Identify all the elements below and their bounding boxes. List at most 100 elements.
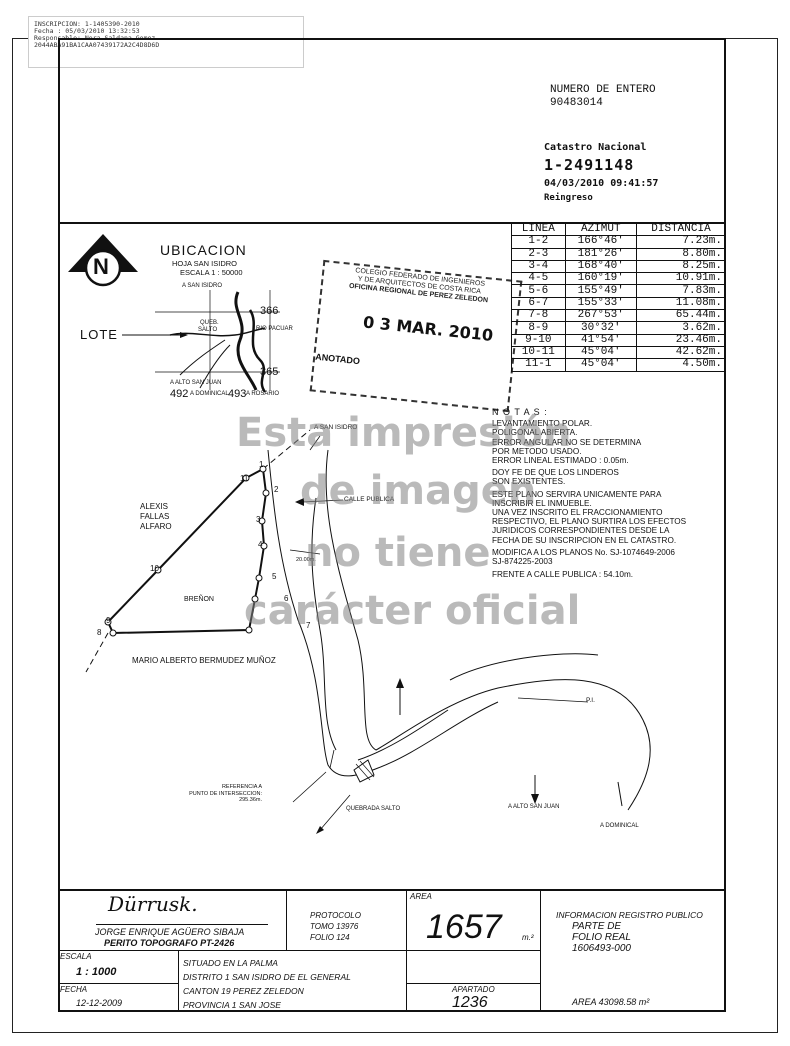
table-cell-azimut: 155°49' [564, 284, 637, 298]
map-dominical: A DOMINICAL [190, 391, 229, 397]
plan-alexis-1: ALEXIS [140, 502, 169, 511]
table-cell-azimut: 45°04' [564, 345, 637, 360]
table-cell-distancia: 7.83m. [635, 284, 727, 298]
plan-alexis-3: ALFARO [140, 522, 172, 531]
table-header-linea: LINEA [511, 222, 566, 237]
table-cell-azimut: 41°54' [564, 333, 637, 347]
table-cell-linea: 10-11 [511, 345, 566, 360]
note-line: ERROR LINEAL ESTIMADO : 0.05m. [492, 456, 629, 466]
table-cell-distancia: 8.80m. [635, 247, 727, 261]
table-cell-azimut: 168°40' [564, 259, 637, 274]
protocolo-label: PROTOCOLO [310, 911, 361, 920]
note-line: UNA VEZ INSCRITO EL FRACCIONAMIENTO [492, 508, 663, 518]
table-header-distancia: DISTANCIA [635, 222, 727, 237]
situado: SITUADO EN LA PALMA DISTRITO 1 SAN ISIDR… [183, 956, 351, 1012]
point-label-4: 4 [258, 540, 263, 549]
catastro-datetime: 04/03/2010 09:41:57 [544, 178, 659, 189]
situado-line-2: DISTRITO 1 SAN ISIDRO DE EL GENERAL [183, 972, 351, 982]
note-line: POLIGONAL ABIERTA. [492, 428, 578, 438]
ubicacion-title: UBICACION [160, 242, 247, 258]
stamp-line-4: 2044ABA91BA1CAA07439172A2C4D8D6D [34, 41, 160, 49]
apartado-value: 1236 [452, 994, 488, 1011]
table-cell-linea: 3-4 [511, 259, 566, 274]
table-header-azimut: AZIMUT [564, 222, 637, 237]
map-493: 493 [228, 388, 247, 400]
road-inner-edge [311, 497, 337, 751]
note-line: SON EXISTENTES. [492, 477, 566, 487]
table-cell-distancia: 11.08m. [635, 296, 727, 311]
point-label-6: 6 [284, 594, 289, 603]
plan-breno: BREÑON [184, 596, 214, 603]
point-label-3: 3 [256, 515, 261, 524]
plan-drawing [85, 429, 651, 834]
situado-line-3: CANTON 19 PEREZ ZELEDON [183, 986, 304, 996]
info-line-1: INFORMACION REGISTRO PUBLICO [556, 910, 703, 920]
table-cell-distancia: 3.62m. [635, 321, 727, 335]
note-line: SJ-874225-2003 [492, 557, 553, 567]
point-label-11: 11 [240, 474, 249, 483]
point-label-10: 10 [150, 564, 159, 573]
point-label-7: 7 [306, 621, 311, 630]
note-line: DOY FE DE QUE LOS LINDEROS [492, 468, 619, 478]
lote-label: LOTE [80, 327, 118, 342]
note-line: ESTE PLANO SERVIRA UNICAMENTE PARA [492, 489, 662, 499]
note-line: RESPECTIVO, EL PLANO SURTIRA LOS EFECTOS [492, 517, 687, 527]
situado-line-1: SITUADO EN LA PALMA [183, 958, 278, 968]
table-cell-azimut: 166°46' [564, 235, 637, 249]
table-cell-distancia: 10.91m. [635, 272, 727, 286]
note-line: FECHA DE SU INSCRIPCION EN EL CATASTRO. [492, 535, 677, 545]
note-line: POR METODO USADO. [492, 446, 582, 456]
table-cell-linea: 2-3 [511, 247, 566, 261]
note-line: MODIFICA A LOS PLANOS No. SJ-1074649-200… [492, 547, 675, 557]
watermark-line-3: no tiene [305, 530, 491, 576]
plan-alexis: ALEXIS FALLAS ALFARO [140, 502, 172, 532]
header-divider [58, 222, 726, 224]
plan-mario: MARIO ALBERTO BERMUDEZ MUÑOZ [132, 656, 276, 665]
table-cell-linea: 1-2 [511, 235, 566, 249]
plan-referencia: REFERENCIA A PUNTO DE INTERSECCION: 295.… [182, 784, 262, 804]
drawing-frame [58, 38, 726, 1012]
point-label-2: 2 [274, 485, 279, 494]
table-cell-azimut: 155°33' [564, 296, 637, 311]
info-line-3: FOLIO REAL [572, 932, 631, 943]
table-cell-linea: 6-7 [511, 296, 566, 311]
road-left-edge [267, 449, 499, 777]
map-salto: SALTO [198, 327, 218, 333]
point-label-1: 1 [259, 460, 264, 469]
watermark-line-2: de imagen [300, 468, 537, 514]
escala-label: ESCALA [60, 952, 92, 961]
note-line: LEVANTAMIENTO POLAR. [492, 419, 593, 429]
table-cell-linea: 7-8 [511, 309, 566, 323]
area-unit: m.² [522, 933, 534, 942]
north-label: N [93, 254, 109, 279]
notes-block: N O T A S : LEVANTAMIENTO POLAR. POLIGON… [492, 407, 687, 579]
table-cell-linea: 11-1 [511, 358, 566, 372]
info-line-4: 1606493-000 [572, 943, 631, 954]
area-value: 1657 [426, 908, 502, 946]
table-cell-azimut: 181°26' [564, 247, 637, 261]
watermark-line-4: carácter oficial [244, 588, 581, 634]
protocolo: PROTOCOLO TOMO 13976 FOLIO 124 [310, 910, 361, 943]
perito: PERITO TOPOGRAFO PT-2426 [104, 938, 235, 948]
map-366: 366 [260, 305, 279, 317]
plan-ref-3: 295.36m. [239, 797, 262, 803]
note-line: INSCRIBIR EL INMUEBLE. [492, 498, 592, 508]
plan-ref-1: REFERENCIA A [221, 784, 262, 790]
info-line-2: PARTE DE [572, 921, 622, 932]
ubicacion-hoja: HOJA SAN ISIDRO [172, 259, 238, 268]
plan-pi: P.I. [586, 697, 595, 704]
situado-line-4: PROVINCIA 1 SAN JOSE [183, 1000, 281, 1010]
protocolo-folio: FOLIO 124 [310, 933, 350, 942]
table-cell-distancia: 4.50m. [635, 358, 727, 372]
map-a-rosario: A ROSARIO [246, 391, 280, 397]
note-line: ERROR ANGULAR NO SE DETERMINA [492, 437, 642, 447]
protocolo-tomo: TOMO 13976 [310, 922, 359, 931]
map-a-san-isidro: A SAN ISIDRO [182, 283, 223, 289]
stamp-line-2: Fecha : 05/03/2010 13:32:53 [34, 27, 140, 35]
catastro-status: Reingreso [544, 193, 593, 203]
